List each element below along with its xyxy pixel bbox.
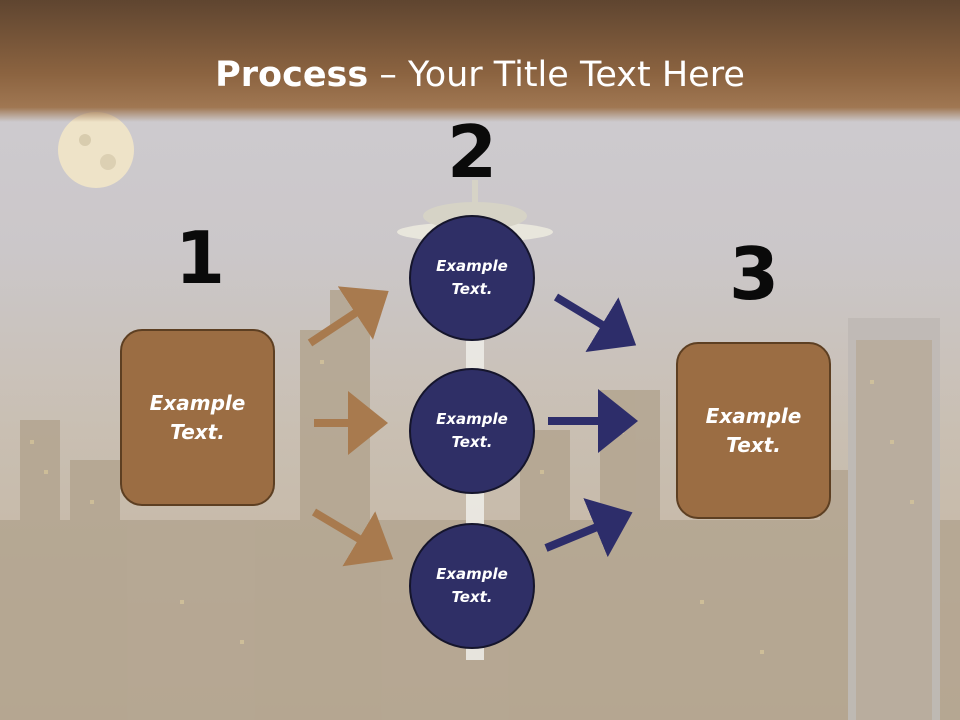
- title-bold: Process: [215, 55, 369, 95]
- title-rest: – Your Title Text Here: [368, 55, 745, 95]
- moon: [58, 112, 134, 188]
- arrow-1-to-bottom: [311, 508, 394, 567]
- step-2-circle-bottom[interactable]: Example Text.: [409, 523, 535, 649]
- title-bar: [0, 0, 960, 122]
- step-number-2: 2: [446, 110, 498, 194]
- step-2-circle-top[interactable]: Example Text.: [409, 215, 535, 341]
- step-number-1: 1: [174, 216, 226, 300]
- slide-title: Process – Your Title Text Here: [0, 52, 960, 98]
- arrow-top-to-3: [553, 293, 637, 353]
- step-1-box[interactable]: Example Text.: [120, 329, 275, 506]
- step-number-3: 3: [728, 232, 780, 316]
- step-2-circle-middle[interactable]: Example Text.: [409, 368, 535, 494]
- circle-top-text: Example Text.: [436, 257, 508, 298]
- step-3-box[interactable]: Example Text.: [676, 342, 831, 519]
- step-3-text: Example Text.: [705, 403, 802, 457]
- arrow-1-to-top: [307, 286, 389, 347]
- circle-middle-text: Example Text.: [436, 410, 508, 451]
- step-1-text: Example Text.: [149, 390, 246, 444]
- arrow-bottom-to-3: [544, 498, 633, 558]
- circle-bottom-text: Example Text.: [436, 565, 508, 606]
